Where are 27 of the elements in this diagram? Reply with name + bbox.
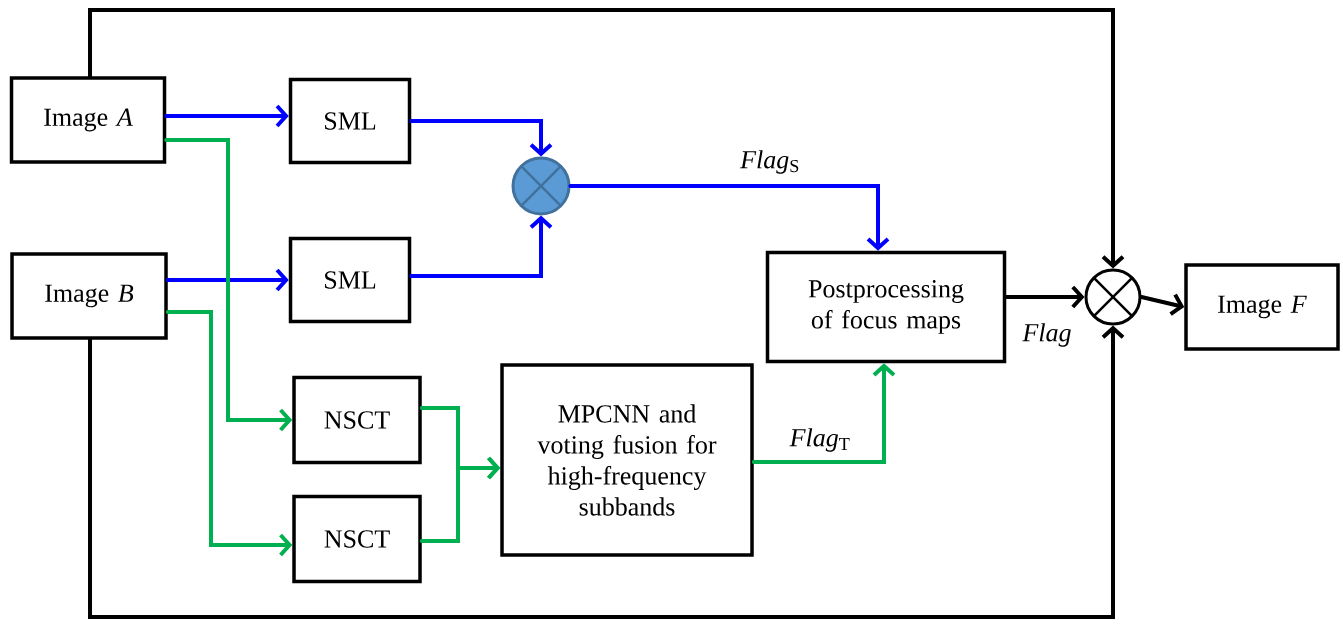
- arrow: [568, 184, 890, 251]
- process-box: Image A: [9, 76, 167, 164]
- arrow: [409, 215, 553, 278]
- arrow: [164, 104, 289, 128]
- arrow: [751, 363, 896, 464]
- process-box: Postprocessing of focus maps: [765, 250, 1007, 364]
- arrow: [165, 268, 289, 292]
- arrow: [165, 310, 293, 557]
- arrow: [419, 456, 501, 543]
- arrow: [88, 325, 1125, 619]
- multiplier-circle: [1084, 268, 1142, 326]
- process-box: Image B: [10, 252, 168, 340]
- process-box: NSCT: [292, 494, 422, 584]
- process-box: MPCNN and voting fusion for high-frequency subbands: [500, 363, 754, 557]
- arrow: [88, 8, 1125, 269]
- arrow: [164, 138, 293, 432]
- arrow: [1004, 285, 1085, 309]
- arrow: [1139, 293, 1185, 316]
- process-box: SML: [288, 236, 412, 324]
- process-box: NSCT: [292, 375, 422, 465]
- process-box: Image F: [1184, 263, 1340, 351]
- edge-label: Flag$_{T}$: [787, 426, 853, 454]
- arrow: [409, 119, 553, 157]
- edge-label: Flag: [1020, 321, 1074, 349]
- process-box: SML: [288, 77, 412, 165]
- edge-label: Flag$_{S}$: [738, 148, 802, 176]
- multiplier-circle: [511, 156, 571, 216]
